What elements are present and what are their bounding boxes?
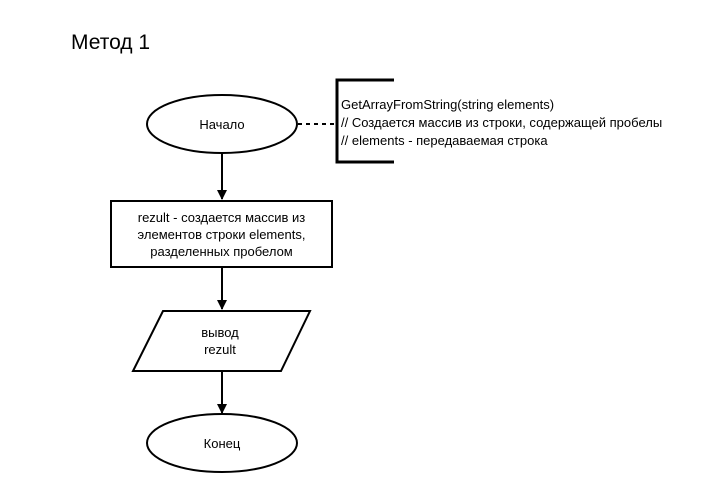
start-node-label: Начало: [147, 95, 297, 153]
annotation-line-2: // Создается массив из строки, содержаще…: [341, 115, 663, 130]
end-node-text: Конец: [203, 435, 241, 451]
process-node-label: rezult - создается массив из элементов с…: [111, 201, 332, 267]
end-node-label: Конец: [147, 414, 297, 472]
start-node-text: Начало: [199, 116, 245, 132]
page-title: Метод 1: [71, 31, 151, 54]
output-node-label: вывод rezult: [140, 311, 300, 371]
end-node-shape: [146, 413, 298, 473]
annotation-bracket: [335, 78, 394, 164]
annotation-line-1: GetArrayFromString(string elements): [341, 97, 555, 112]
process-line-2: элементов строки elements,: [137, 226, 306, 242]
process-line-3: разделенных пробелом: [150, 243, 293, 259]
annotation-text: GetArrayFromString(string elements) // С…: [341, 96, 662, 150]
annotation-line-3: // elements - передаваемая строка: [341, 133, 548, 148]
output-node-shape: [131, 310, 312, 372]
output-line-2: rezult: [204, 342, 236, 357]
output-line-1: вывод: [201, 325, 239, 340]
process-line-1: rezult - создается массив из: [137, 209, 306, 225]
